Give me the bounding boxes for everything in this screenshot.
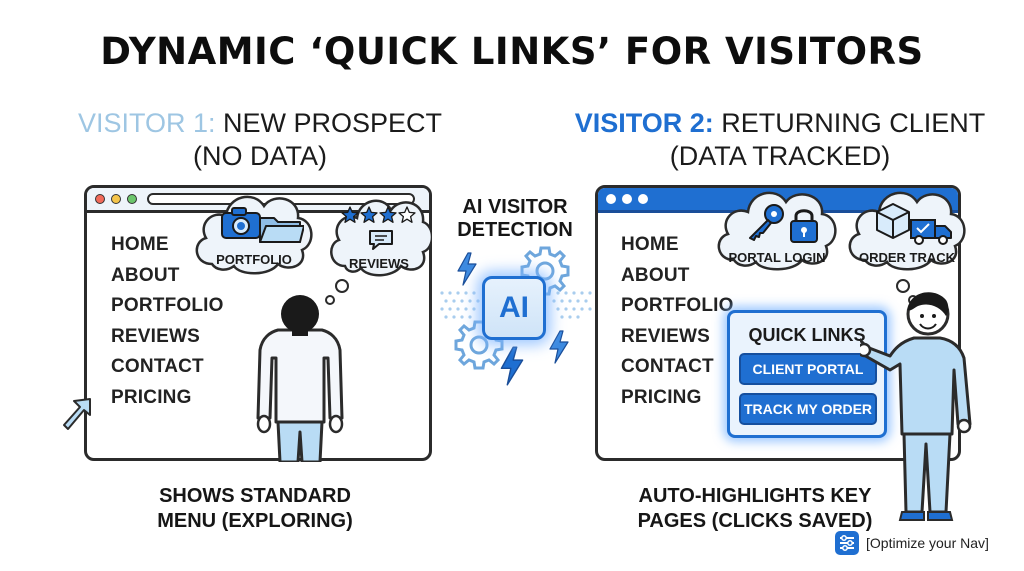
visitor2-menu-contact[interactable]: CONTACT — [621, 356, 714, 377]
visitor2-menu-pricing[interactable]: PRICING — [621, 386, 702, 408]
maximize-dot-icon — [638, 194, 648, 204]
thought-label-reviews: REVIEWS — [349, 256, 409, 271]
visitor2-menu-reviews[interactable]: REVIEWS — [621, 325, 711, 347]
visitor1-nav-menu: HOME ABOUT PORTFOLIO REVIEWS CONTACT PRI… — [111, 234, 224, 417]
box-icon — [876, 203, 910, 239]
chat-icon — [369, 230, 393, 250]
truck-icon — [910, 219, 952, 245]
thought-cloud-order-track: ORDER TRACK — [843, 180, 971, 272]
thought-label-order-track: ORDER TRACK — [858, 250, 956, 265]
visitor1-menu-pricing[interactable]: PRICING — [111, 386, 192, 408]
visitor1-heading: VISITOR 1: NEW PROSPECT (NO DATA) — [60, 107, 460, 173]
data-flow-dots-right — [552, 291, 592, 319]
close-dot-icon — [95, 194, 105, 204]
ai-chip: AI — [482, 276, 546, 340]
camera-icon — [221, 207, 261, 239]
track-my-order-button[interactable]: TRACK MY ORDER — [739, 393, 877, 425]
quick-links-title: QUICK LINKS — [748, 325, 866, 345]
visitor1-caption: SHOWS STANDARD MENU (EXPLORING) — [110, 484, 400, 534]
lock-icon — [790, 209, 818, 243]
thought-trail-bubbles — [325, 279, 349, 305]
minimize-dot-icon — [622, 194, 632, 204]
visitor1-menu-home[interactable]: HOME — [111, 234, 169, 255]
thought-cloud-reviews: REVIEWS — [327, 190, 431, 278]
visitor1-heading-line1: NEW PROSPECT — [223, 108, 443, 138]
visitor2-caption: AUTO-HIGHLIGHTS KEY PAGES (CLICKS SAVED) — [600, 484, 910, 534]
lightning-icon-right — [549, 330, 569, 364]
lightning-icon-bottom — [500, 346, 524, 386]
visitor2-heading-line1: RETURNING CLIENT — [721, 108, 986, 138]
data-flow-dots-left — [440, 291, 480, 319]
visitor2-menu-home[interactable]: HOME — [621, 234, 679, 255]
close-dot-icon — [606, 194, 616, 204]
visitor2-nav-menu: HOME ABOUT PORTFOLIO REVIEWS CONTACT PRI… — [621, 234, 734, 417]
visitor1-menu-portfolio[interactable]: PORTFOLIO — [111, 295, 224, 316]
visitor2-menu-portfolio[interactable]: PORTFOLIO — [621, 295, 734, 316]
thought-cloud-portal-login: PORTAL LOGIN — [712, 180, 842, 272]
quick-links-panel: QUICK LINKS CLIENT PORTAL TRACK MY ORDER — [727, 310, 887, 438]
ai-detection-label: AI VISITOR DETECTION — [440, 196, 590, 242]
ai-detection-label-line1: AI VISITOR — [462, 196, 568, 218]
thought-label-portal-login: PORTAL LOGIN — [728, 250, 826, 265]
page-title: DYNAMIC ‘QUICK LINKS’ FOR VISITORS — [100, 30, 924, 73]
visitor2-caption-line2: PAGES (CLICKS SAVED) — [637, 510, 873, 532]
folder-icon — [259, 217, 304, 243]
visitor1-person-illustration — [256, 295, 344, 462]
cursor-arrow-icon — [63, 398, 91, 430]
visitor1-menu-about[interactable]: ABOUT — [111, 264, 180, 286]
maximize-dot-icon — [127, 194, 137, 204]
visitor2-menu-about[interactable]: ABOUT — [621, 264, 690, 286]
visitor1-menu-reviews[interactable]: REVIEWS — [111, 325, 201, 347]
client-portal-button[interactable]: CLIENT PORTAL — [739, 353, 877, 385]
key-icon — [749, 204, 784, 241]
star-rating-icon — [341, 206, 416, 223]
visitor1-menu-contact[interactable]: CONTACT — [111, 356, 204, 377]
thought-cloud-portfolio: PORTFOLIO — [190, 184, 318, 276]
visitor2-label: VISITOR 2: — [574, 108, 714, 138]
settings-sliders-icon — [835, 531, 859, 555]
visitor2-caption-line1: AUTO-HIGHLIGHTS KEY — [638, 485, 872, 507]
lightning-icon — [457, 252, 477, 286]
visitor1-label: VISITOR 1: — [77, 108, 216, 138]
visitor1-heading-line2: (NO DATA) — [193, 141, 327, 171]
visitor2-heading: VISITOR 2: RETURNING CLIENT (DATA TRACKE… — [570, 107, 990, 173]
visitor2-person-illustration — [860, 292, 972, 521]
optimize-nav-label: [Optimize your Nav] — [866, 535, 989, 551]
ai-detection-label-line2: DETECTION — [457, 219, 573, 241]
ai-chip-text: AI — [499, 291, 529, 324]
optimize-nav-badge: [Optimize your Nav] — [834, 530, 989, 556]
thought-label-portfolio: PORTFOLIO — [216, 252, 292, 267]
visitor1-caption-line2: MENU (EXPLORING) — [157, 510, 353, 532]
visitor2-heading-line2: (DATA TRACKED) — [669, 141, 891, 171]
minimize-dot-icon — [111, 194, 121, 204]
visitor1-caption-line1: SHOWS STANDARD — [159, 485, 351, 507]
